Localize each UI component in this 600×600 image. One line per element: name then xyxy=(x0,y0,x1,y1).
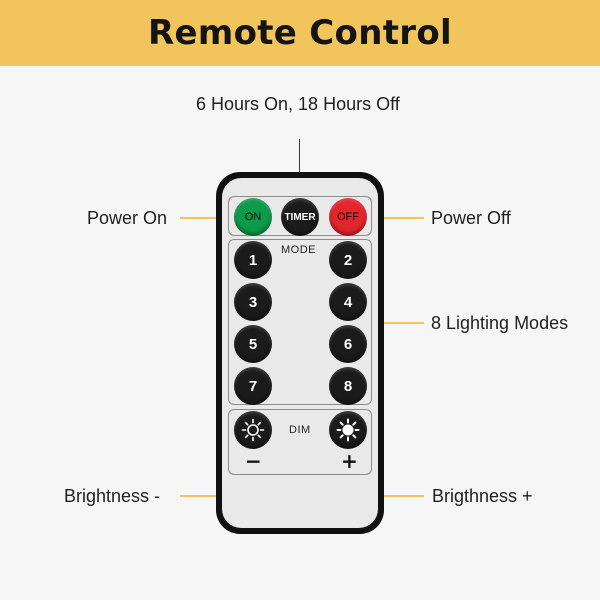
power-on-leader-line xyxy=(180,217,242,219)
mode-button-1[interactable]: 1 xyxy=(234,241,272,279)
mode-panel xyxy=(228,239,372,405)
sun-filled-icon xyxy=(336,418,360,442)
mode-button-3[interactable]: 3 xyxy=(234,283,272,321)
dim-label: DIM xyxy=(289,424,311,436)
mode-button-3-label: 3 xyxy=(248,293,258,311)
power-off-leader-line xyxy=(357,217,424,219)
modes-leader-line xyxy=(371,322,424,324)
modes-callout: 8 Lighting Modes xyxy=(431,313,569,333)
mode-button-7-label: 7 xyxy=(248,377,258,395)
on-button[interactable]: ON xyxy=(234,198,272,236)
brightness-up-button[interactable] xyxy=(329,411,367,449)
power-on-callout: Power On xyxy=(87,208,168,228)
title-banner: Remote Control xyxy=(0,0,600,66)
timer-button[interactable]: TIMER xyxy=(281,198,319,236)
mode-label: MODE xyxy=(281,244,316,256)
mode-button-6[interactable]: 6 xyxy=(329,325,367,363)
mode-button-4-label: 4 xyxy=(343,293,353,311)
minus-sign: − xyxy=(245,449,262,473)
timer-callout: 6 Hours On, 18 Hours Off xyxy=(196,94,400,114)
plus-sign: + xyxy=(341,449,358,473)
timer-button-label: TIMER xyxy=(284,211,316,223)
dim-panel xyxy=(228,409,372,475)
on-button-label: ON xyxy=(244,211,262,223)
sun-outline-icon xyxy=(241,418,265,442)
mode-button-6-label: 6 xyxy=(343,335,353,353)
mode-button-7[interactable]: 7 xyxy=(234,367,272,405)
off-button[interactable]: OFF xyxy=(329,198,367,236)
brightness-down-callout: Brightness - xyxy=(64,486,161,506)
timer-leader-line xyxy=(299,139,300,197)
brightness-up-callout: Brigthness + xyxy=(432,486,533,506)
mode-button-1-label: 1 xyxy=(248,251,258,269)
brightness-down-leader-horizontal xyxy=(180,495,245,497)
brightness-down-button[interactable] xyxy=(234,411,272,449)
mode-button-8[interactable]: 8 xyxy=(329,367,367,405)
mode-button-2[interactable]: 2 xyxy=(329,241,367,279)
mode-button-4[interactable]: 4 xyxy=(329,283,367,321)
mode-button-8-label: 8 xyxy=(343,377,353,395)
mode-button-2-label: 2 xyxy=(343,251,353,269)
power-off-callout: Power Off xyxy=(431,208,511,228)
page-title: Remote Control xyxy=(148,13,452,53)
mode-button-5-label: 5 xyxy=(248,335,258,353)
off-button-label: OFF xyxy=(337,211,359,223)
brightness-up-leader-horizontal xyxy=(357,495,424,497)
mode-button-5[interactable]: 5 xyxy=(234,325,272,363)
